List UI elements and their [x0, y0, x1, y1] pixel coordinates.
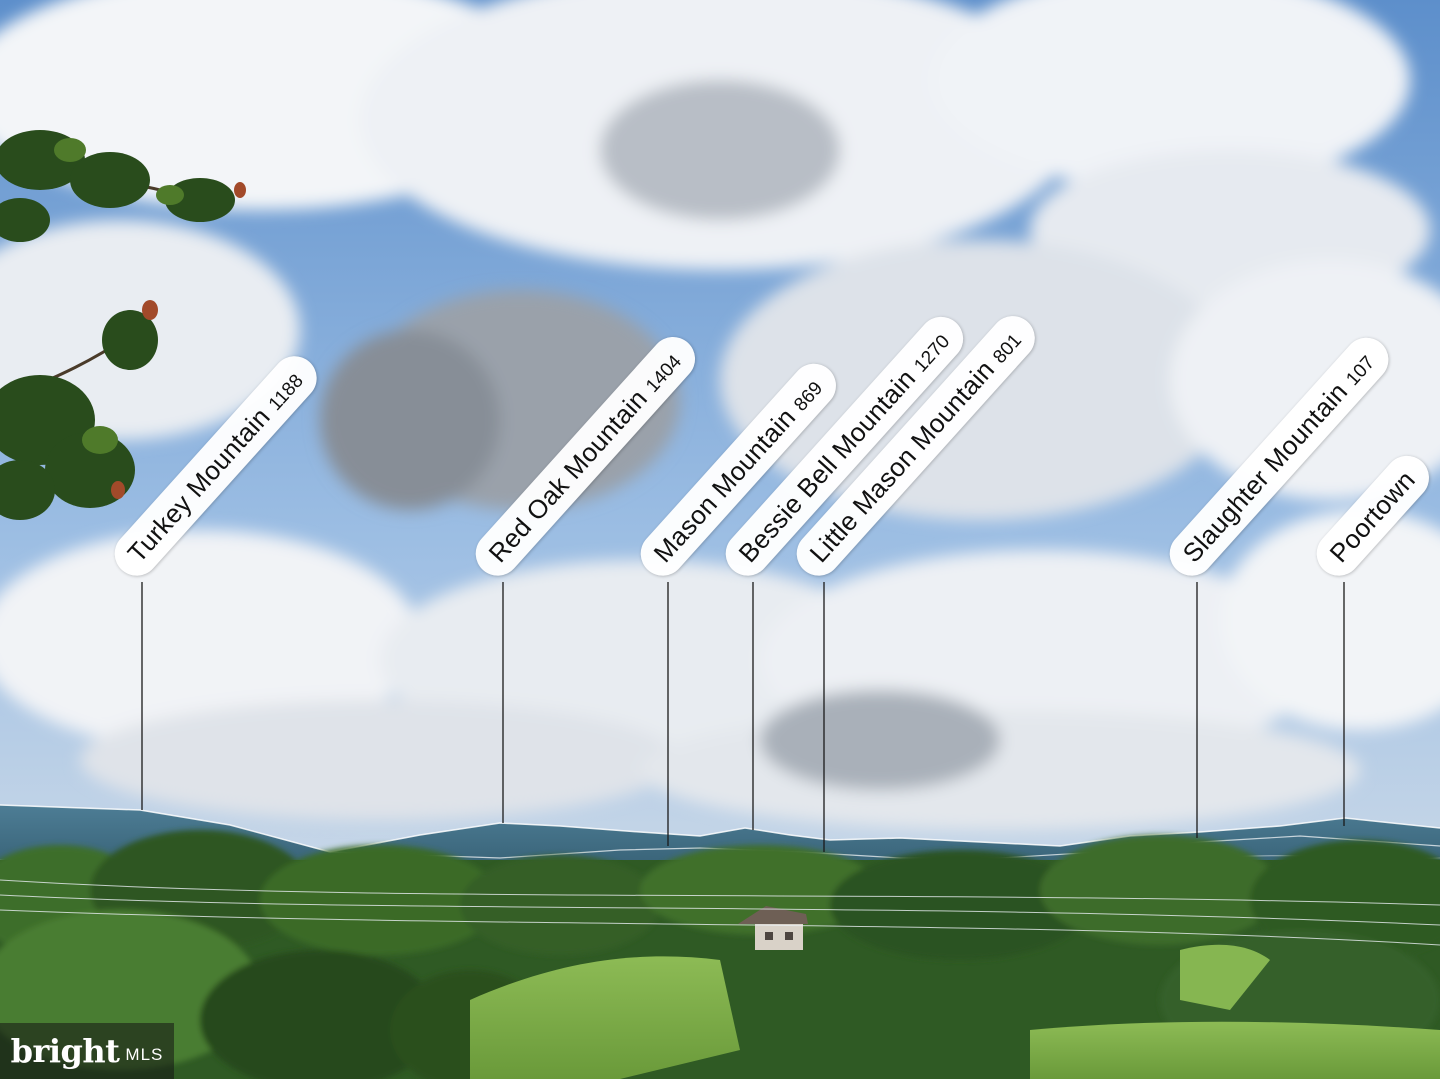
power-lines	[0, 879, 1440, 946]
pasture	[470, 956, 740, 1079]
watermark-logo: bright MLS	[0, 1023, 174, 1079]
watermark-suffix: MLS	[125, 1045, 164, 1064]
watermark-brand: bright	[10, 1032, 120, 1070]
house	[738, 906, 808, 950]
peak-elevation: 107	[1342, 352, 1380, 390]
peak-elevation: 869	[790, 377, 828, 416]
peak-elevation: 801	[989, 330, 1027, 368]
tree-branch	[0, 130, 246, 520]
peak-leader-lines	[141, 582, 1345, 852]
